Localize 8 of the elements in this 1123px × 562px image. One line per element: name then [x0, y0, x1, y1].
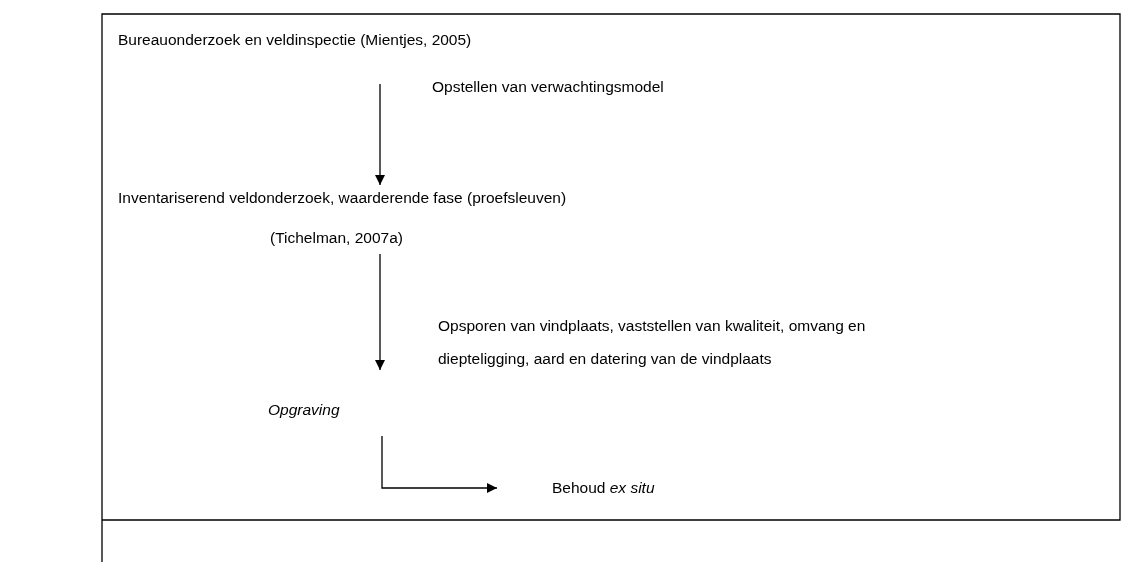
step-text: Opgraving — [268, 400, 340, 420]
step-text: Bureauonderzoek en veldinspectie (Mientjes, 2005) — [118, 30, 472, 50]
arrow — [381, 435, 498, 493]
reference-text: (Tichelman, 2007a) — [270, 228, 403, 248]
arrow — [375, 253, 385, 371]
step-text: Inventariserend veldonderzoek, waarderende fase (proefsleuven) — [118, 188, 567, 208]
arrow — [375, 83, 385, 186]
step-text: Behoud ex situ — [552, 478, 655, 498]
